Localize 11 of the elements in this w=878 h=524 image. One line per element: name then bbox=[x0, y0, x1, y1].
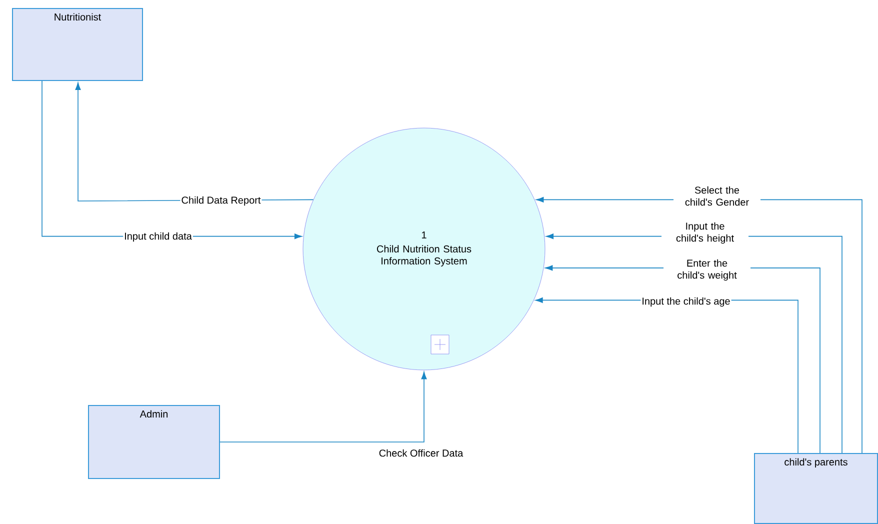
edge-label: Check Officer Data bbox=[379, 449, 464, 457]
edge-label: Select the child's Gender bbox=[685, 186, 749, 206]
edge-label: Input the child's height bbox=[676, 222, 734, 244]
entity-box: child's parents bbox=[754, 453, 878, 524]
edge-label: Input child data bbox=[125, 232, 192, 242]
edge-label: Input the child's age bbox=[642, 297, 730, 307]
edge-label: Enter the child's weight bbox=[678, 259, 737, 281]
arrow bbox=[220, 372, 427, 442]
edge-label: Child Data Report bbox=[182, 196, 261, 206]
entity-box: Nutritionist bbox=[12, 8, 143, 81]
entity-box: Admin bbox=[88, 405, 220, 479]
